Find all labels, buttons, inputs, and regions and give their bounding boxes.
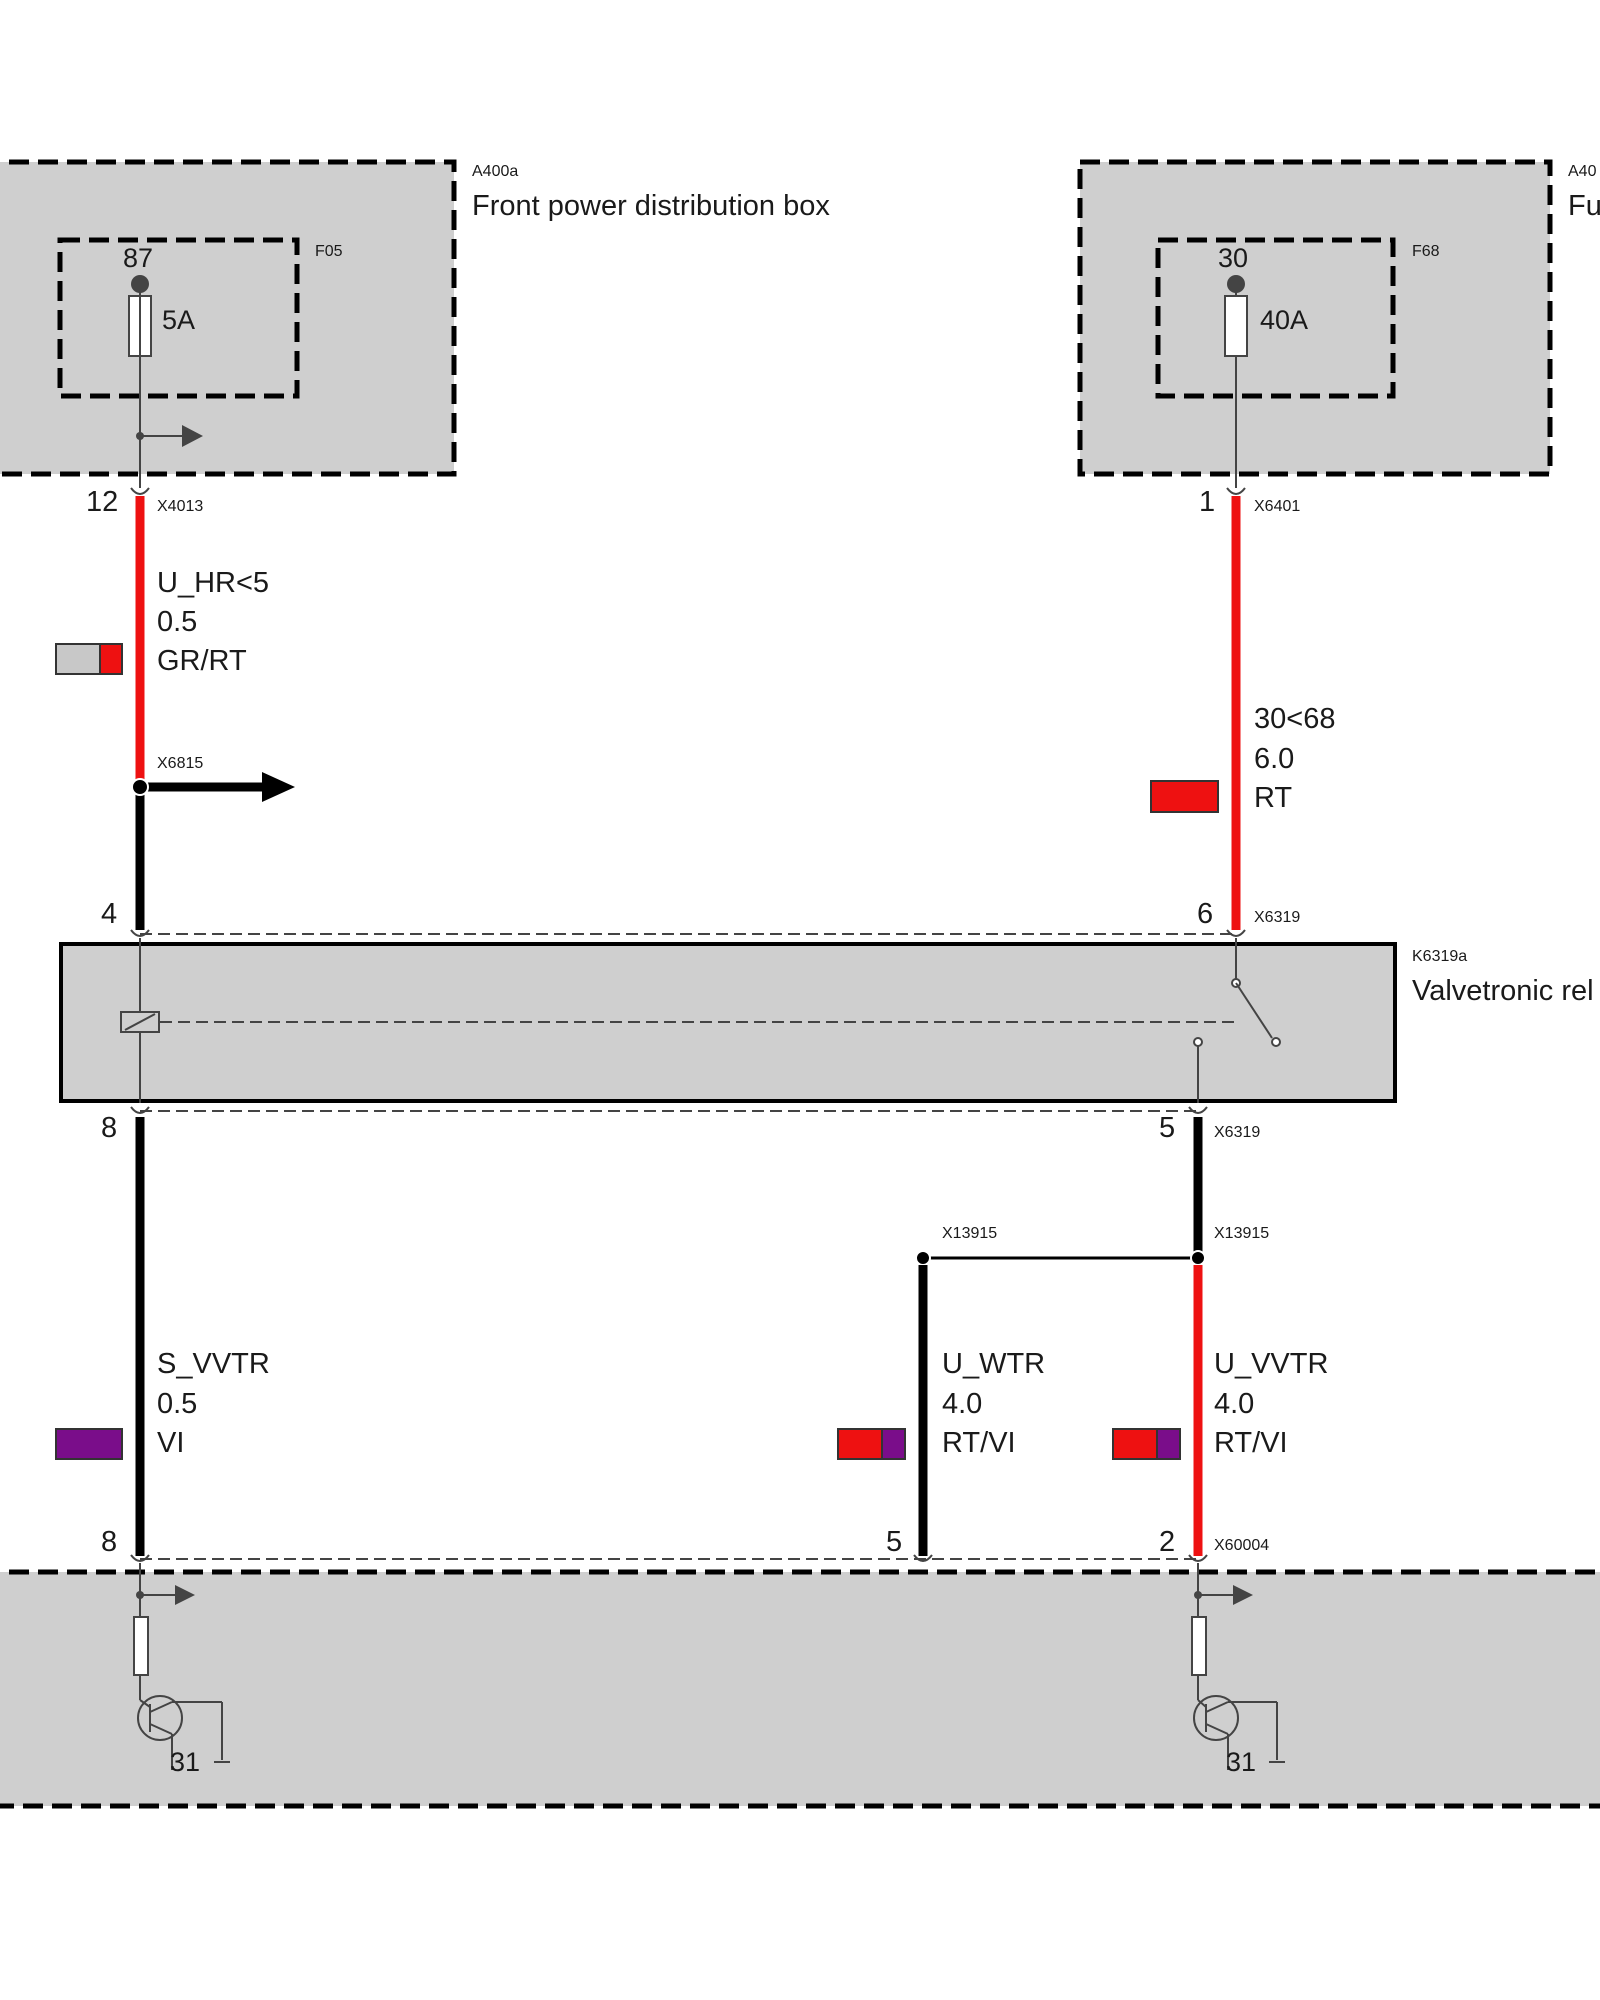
wire-s-vvtr: S_VVTR 0.5 VI <box>55 1117 270 1556</box>
wire-color-swatch-vi <box>55 1428 123 1460</box>
k6319a-name: Valvetronic rel <box>1412 975 1594 1007</box>
wire-color-swatch-rt <box>1150 780 1219 813</box>
valvetronic-relay: 4 6 X6319 K6319a Valvetronic rel 8 5 X63… <box>59 898 1594 1144</box>
wire-s-vvtr-signal: S_VVTR <box>157 1348 270 1380</box>
wire-u-wtr-color: RT/VI <box>942 1427 1016 1459</box>
x60004-pin-5: 5 <box>886 1526 902 1558</box>
a400a-code: A400a <box>472 163 518 180</box>
f68-code: F68 <box>1412 243 1440 260</box>
wire-kl30-color: RT <box>1254 782 1292 814</box>
x6401-pin: 1 <box>1199 486 1215 518</box>
f05-pin: 87 <box>123 243 153 273</box>
wire-u-hr: U_HR<5 0.5 GR/RT <box>55 496 269 787</box>
a400a-name: Front power distribution box <box>472 190 830 222</box>
wire-u-wtr-size: 4.0 <box>942 1388 982 1420</box>
wire-color-swatch-rt-vi <box>1112 1428 1181 1460</box>
splice-x6815: X6815 <box>131 755 295 930</box>
a40x-name: Fu <box>1568 190 1600 222</box>
control-unit-bottom: 8 5 2 X60004 31 <box>0 1526 1600 1809</box>
transistor-icon <box>1193 1695 1239 1741</box>
x6319-top-code: X6319 <box>1254 909 1300 926</box>
relay-pin-6: 6 <box>1197 898 1213 930</box>
transistor-icon <box>137 1695 183 1741</box>
relay-pin-5: 5 <box>1159 1112 1175 1144</box>
wire-color-swatch-rt-vi <box>837 1428 906 1460</box>
connector-x6401: 1 X6401 <box>1199 486 1300 518</box>
a40x-code: A40 <box>1568 163 1597 180</box>
wire-u-wtr: U_WTR 4.0 RT/VI <box>837 1265 1045 1556</box>
wire-u-hr-color: GR/RT <box>157 645 247 677</box>
relay-pin-4: 4 <box>101 898 117 930</box>
wire-u-vvtr-signal: U_VVTR <box>1214 1348 1328 1380</box>
x4013-pin: 12 <box>86 486 118 518</box>
wire-u-hr-size: 0.5 <box>157 606 197 638</box>
k6319a-code: K6319a <box>1412 948 1467 965</box>
fuse-f68-icon <box>1224 295 1248 357</box>
wire-color-swatch-gr-rt <box>55 643 123 675</box>
f68-pin: 30 <box>1218 243 1248 273</box>
resistor-icon <box>1191 1616 1207 1676</box>
relay-pin-8: 8 <box>101 1112 117 1144</box>
splice-x13915: X13915 X13915 <box>915 1117 1269 1266</box>
x6319-bot-code: X6319 <box>1214 1124 1260 1141</box>
front-power-distribution-box: A400a Front power distribution box F05 8… <box>0 159 830 488</box>
f05-rating: 5A <box>162 305 195 335</box>
wire-u-vvtr-size: 4.0 <box>1214 1388 1254 1420</box>
x60004-pin-8: 8 <box>101 1526 117 1558</box>
relay-switch-contact-icon <box>1271 1037 1281 1047</box>
resistor-icon <box>133 1616 149 1676</box>
wire-u-hr-signal: U_HR<5 <box>157 567 269 599</box>
fuse-f05-frame <box>57 237 300 399</box>
ground-right-label: 31 <box>1226 1747 1256 1777</box>
wire-kl30: 30<68 6.0 RT <box>1150 496 1335 930</box>
fuse-f68-frame <box>1155 237 1396 399</box>
x6401-code: X6401 <box>1254 498 1300 515</box>
continuation-arrow-icon <box>1233 1585 1253 1605</box>
x4013-code: X4013 <box>157 498 203 515</box>
wire-u-wtr-signal: U_WTR <box>942 1348 1045 1380</box>
x60004-pin-2: 2 <box>1159 1526 1175 1558</box>
continuation-arrow-icon <box>262 772 295 802</box>
wire-u-vvtr-color: RT/VI <box>1214 1427 1288 1459</box>
wire-s-vvtr-color: VI <box>157 1427 184 1459</box>
wire-u-vvtr: U_VVTR 4.0 RT/VI <box>1112 1265 1328 1556</box>
x13915-right-code: X13915 <box>1214 1225 1269 1242</box>
output-stage-right: 31 <box>1191 1563 1285 1777</box>
continuation-arrow-icon <box>182 425 203 447</box>
wire-kl30-size: 6.0 <box>1254 743 1294 775</box>
ground-left-label: 31 <box>170 1747 200 1777</box>
fuse-box-right: A40 Fu F68 30 40A <box>1077 159 1600 488</box>
f05-code: F05 <box>315 243 343 260</box>
output-stage-left: 31 <box>133 1563 230 1777</box>
x13915-left-code: X13915 <box>942 1225 997 1242</box>
x60004-code: X60004 <box>1214 1537 1269 1554</box>
connector-x4013: 12 X4013 <box>86 486 203 518</box>
wire-kl30-signal: 30<68 <box>1254 703 1335 735</box>
x6815-code: X6815 <box>157 755 203 772</box>
f68-rating: 40A <box>1260 305 1308 335</box>
wire-s-vvtr-size: 0.5 <box>157 1388 197 1420</box>
continuation-arrow-icon <box>175 1585 195 1605</box>
